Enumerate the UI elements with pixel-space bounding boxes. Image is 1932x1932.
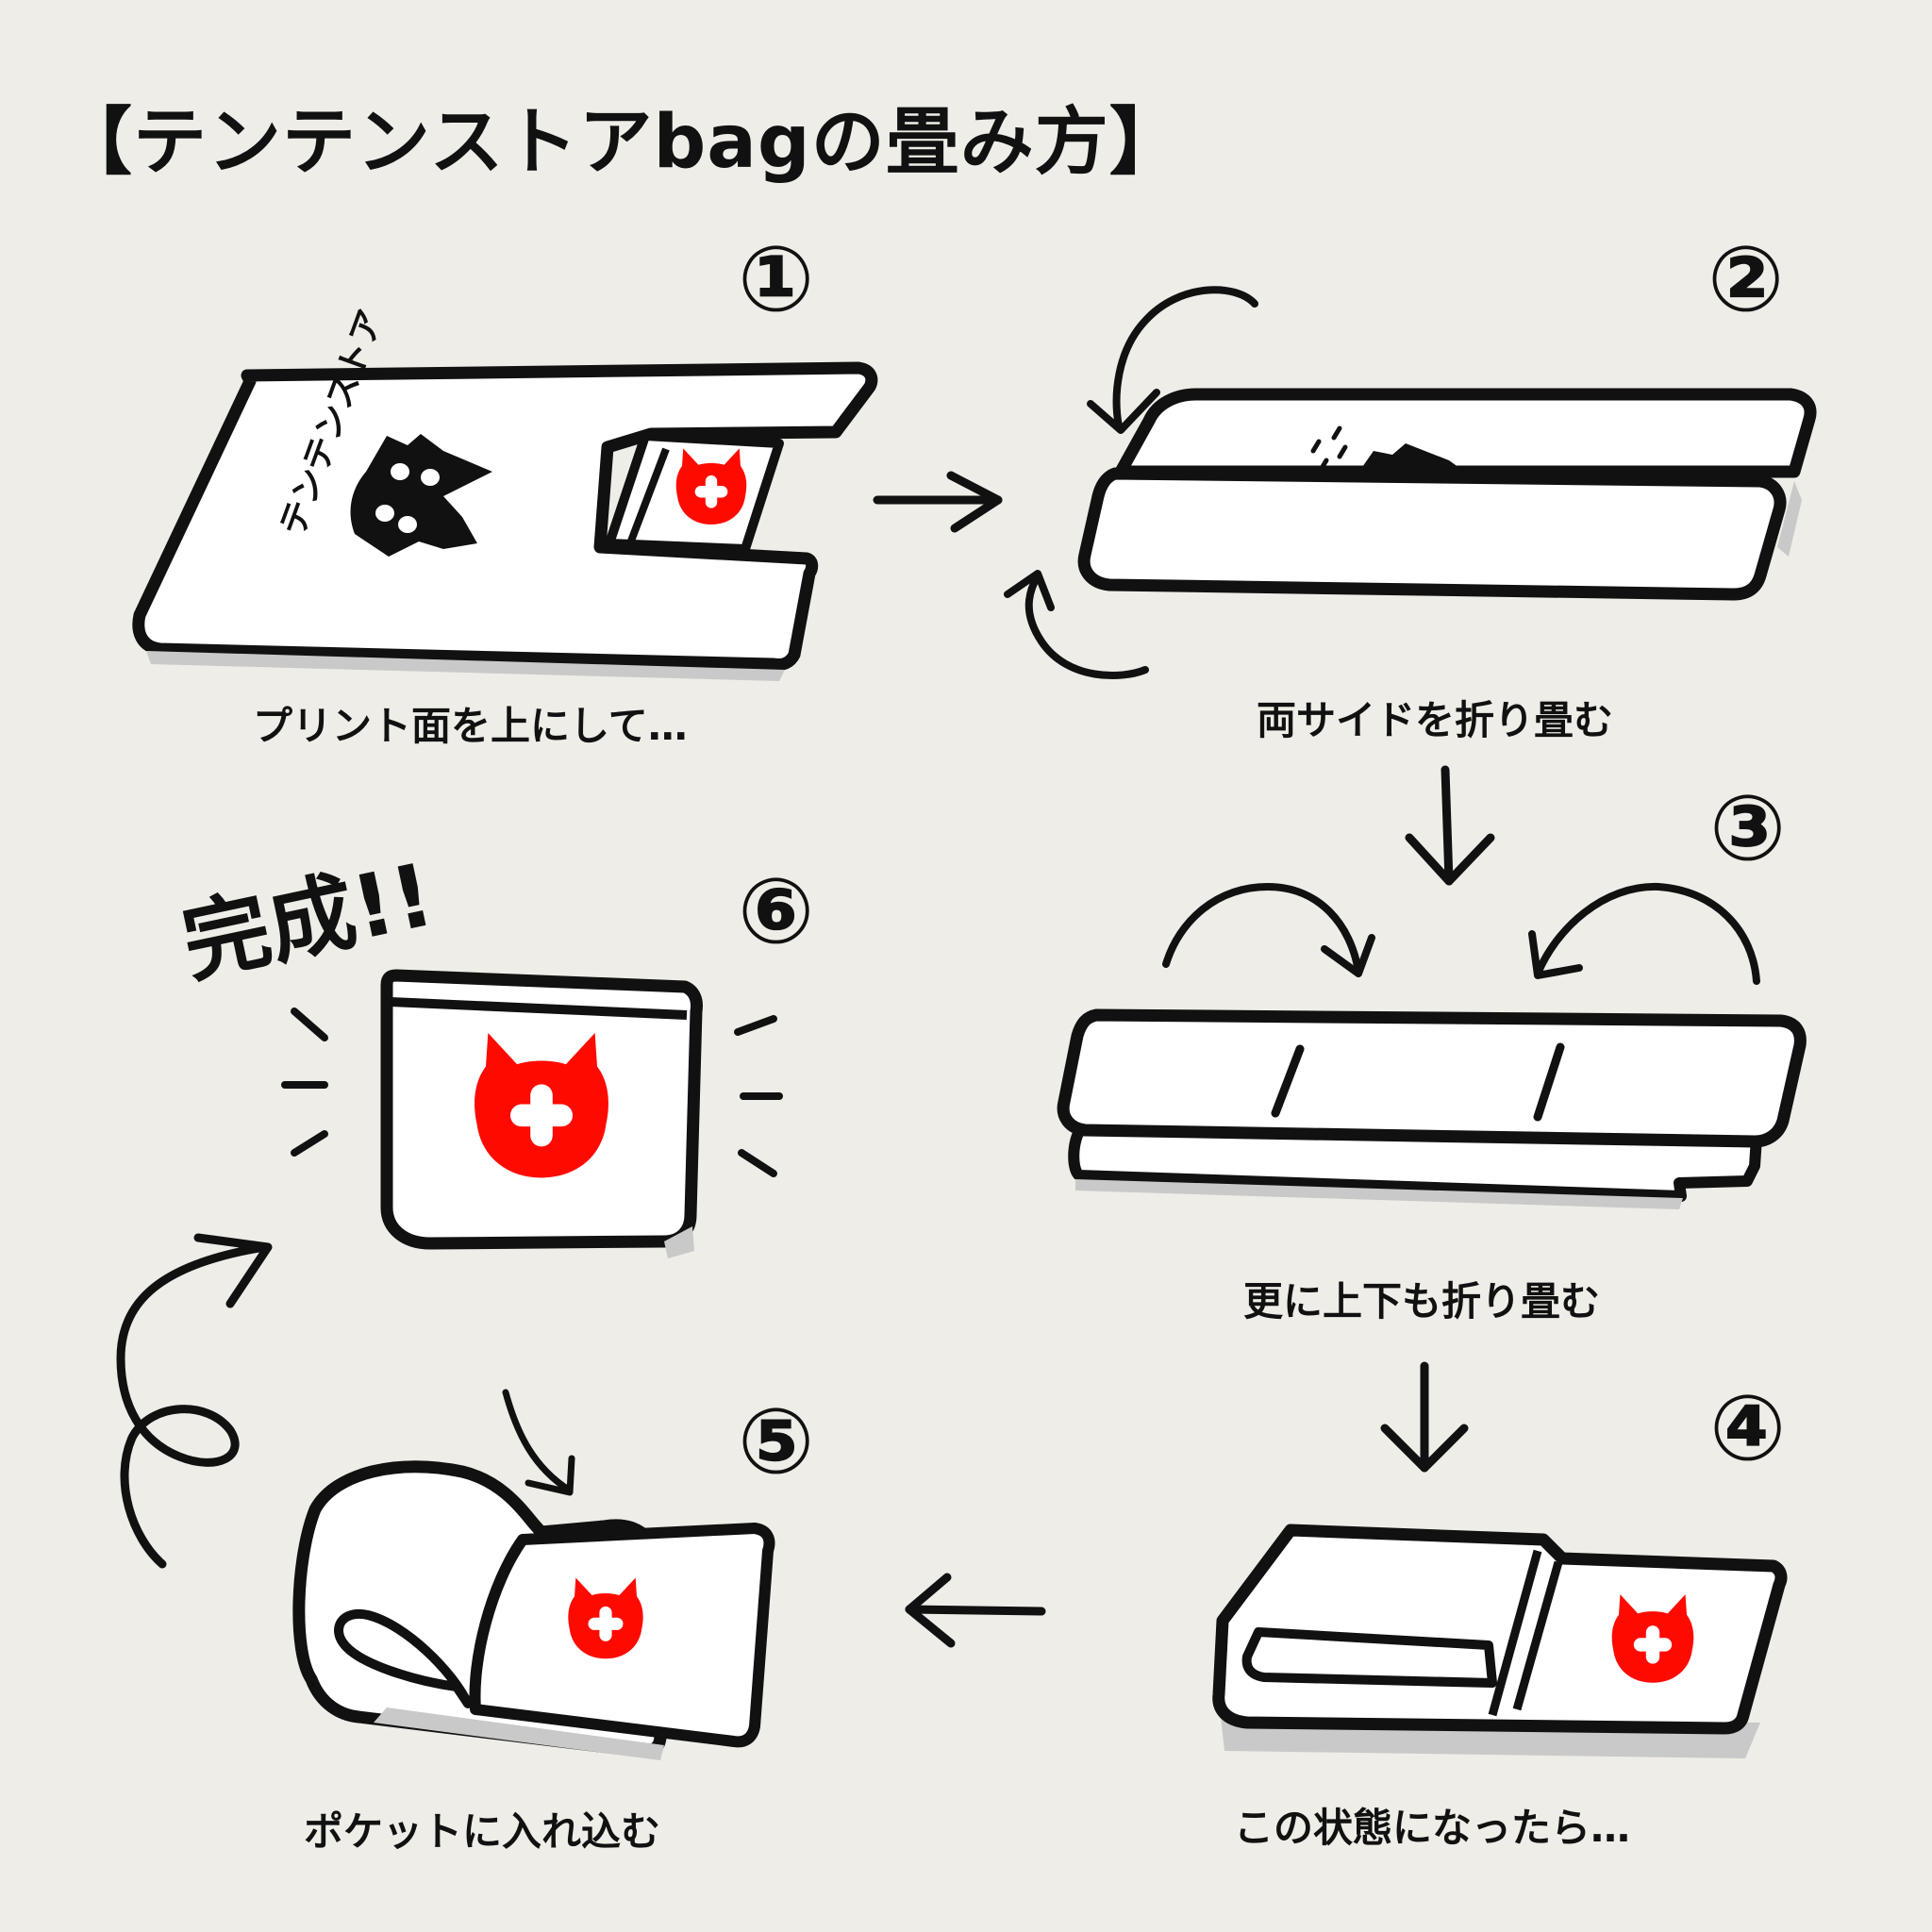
step3-caption: 更に上下も折り畳む xyxy=(1243,1278,1601,1324)
step2-number: ② xyxy=(1707,226,1785,332)
curved-arrow-icon xyxy=(502,1389,575,1496)
step6-number: ⑥ xyxy=(738,858,815,964)
step1-number: ① xyxy=(738,226,815,332)
curved-arrow-icon xyxy=(1087,286,1258,434)
step5-caption: ポケットに入れ込む xyxy=(304,1808,661,1855)
step5-number: ⑤ xyxy=(738,1389,815,1494)
step1-flat-bag: テンテンストア xyxy=(132,305,878,681)
black-cat-icon xyxy=(350,434,492,557)
arrow-left-icon xyxy=(905,1573,1046,1648)
step4-package xyxy=(1212,1524,1788,1758)
step4-number: ④ xyxy=(1709,1375,1787,1481)
step2-sides-folded xyxy=(1077,388,1817,601)
step3-strip xyxy=(1057,1008,1807,1209)
step3-number: ③ xyxy=(1709,775,1787,881)
curved-arrow-icon xyxy=(1162,883,1375,977)
step1-caption: プリント面を上にして… xyxy=(253,703,688,749)
step6-completed xyxy=(281,969,783,1258)
page-title: 【テンテンストアbagの畳み方】 xyxy=(58,100,1184,185)
arrow-down-icon xyxy=(1380,1361,1469,1473)
curved-arrow-icon xyxy=(116,1233,273,1569)
arrow-down-icon xyxy=(1405,765,1495,886)
arrow-right-icon xyxy=(873,471,1003,533)
step4-caption: この状態になったら… xyxy=(1234,1805,1631,1851)
step5-pocket xyxy=(292,1460,775,1760)
curved-arrow-icon xyxy=(1004,570,1149,679)
step2-caption: 両サイドを折り畳む xyxy=(1257,697,1614,743)
curved-arrow-icon xyxy=(1528,882,1760,985)
